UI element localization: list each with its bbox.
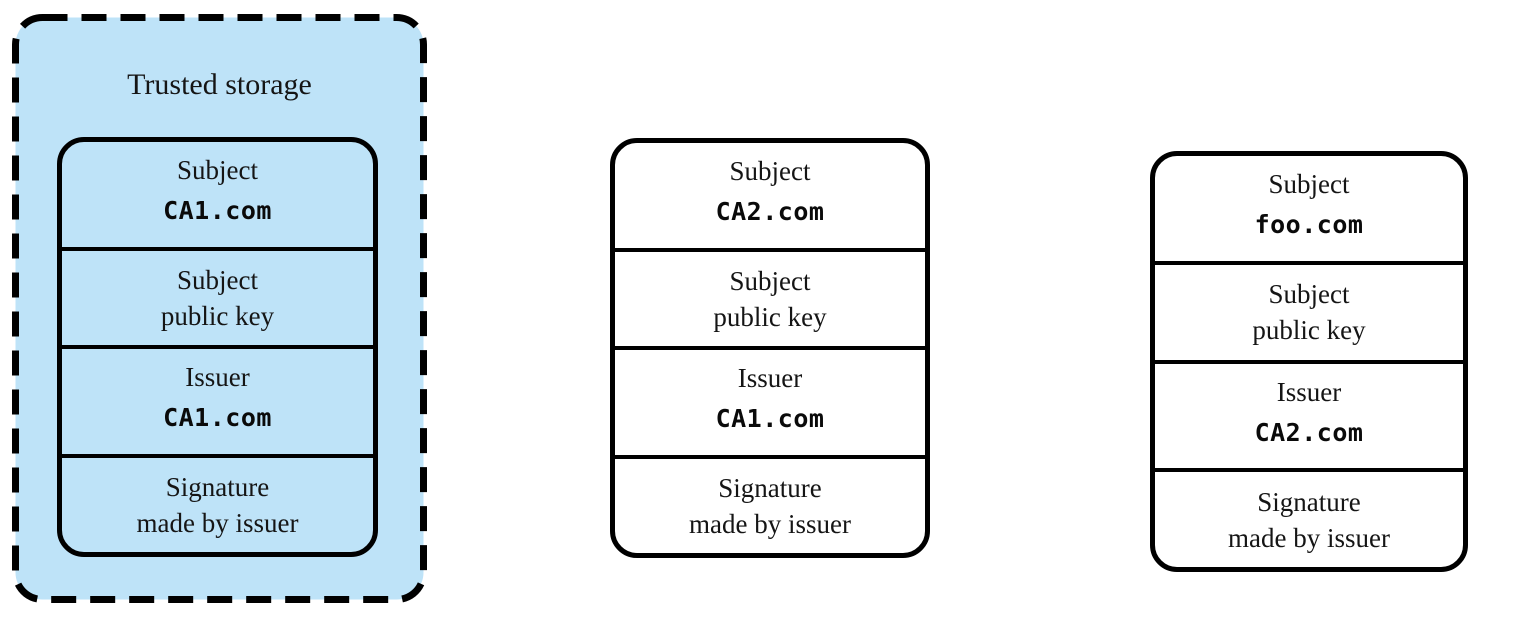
issuer-value: CA1.com [715, 404, 825, 433]
signature-line2: made by issuer [689, 508, 851, 539]
public-key-line2: public key [160, 300, 275, 331]
subject-label: Subject [729, 156, 811, 186]
public-key-line1: Subject [1268, 279, 1350, 310]
public-key-line1: Subject [729, 265, 811, 296]
subject-value: CA1.com [163, 196, 272, 225]
cert-signature-row: Signature made by issuer [62, 453, 373, 553]
subject-label: Subject [177, 155, 258, 185]
subject-value: CA2.com [715, 197, 825, 226]
signature-line2: made by issuer [136, 507, 299, 538]
signature-line1: Signature [718, 472, 822, 503]
cert-issuer-row: Issuer CA1.com [62, 345, 373, 454]
subject-label: Subject [1268, 169, 1350, 199]
cert-issuer-row: Issuer CA2.com [1155, 359, 1463, 469]
certificate-ca1-root: Subject CA1.com Subject public key Issue… [57, 137, 378, 557]
certificate-ca2-intermediate: Subject CA2.com Subject public key Issue… [610, 138, 930, 558]
signature-line1: Signature [165, 471, 270, 502]
public-key-line1: Subject [177, 264, 258, 295]
cert-public-key-row: Subject public key [615, 247, 925, 347]
cert-public-key-row: Subject public key [62, 246, 373, 346]
cert-public-key-row: Subject public key [1155, 260, 1463, 360]
public-key-line2: public key [1252, 315, 1366, 346]
issuer-label: Issuer [737, 363, 803, 393]
trusted-storage-title: Trusted storage [127, 68, 312, 101]
public-key-line2: public key [713, 301, 827, 332]
cert-signature-row: Signature made by issuer [615, 454, 925, 554]
subject-value: foo.com [1254, 210, 1364, 239]
issuer-label: Issuer [1276, 376, 1342, 407]
issuer-value: CA2.com [1254, 417, 1364, 447]
cert-subject-row: Subject CA1.com [62, 142, 373, 247]
cert-subject-row: Subject CA2.com [615, 143, 925, 248]
cert-issuer-row: Issuer CA1.com [615, 346, 925, 455]
certificate-foo-leaf: Subject foo.com Subject public key Issue… [1150, 151, 1468, 572]
issuer-label: Issuer [185, 362, 250, 392]
cert-signature-row: Signature made by issuer [1155, 468, 1463, 567]
signature-line1: Signature [1257, 486, 1361, 517]
issuer-value: CA1.com [163, 403, 272, 432]
cert-subject-row: Subject foo.com [1155, 156, 1463, 261]
signature-line2: made by issuer [1228, 522, 1390, 553]
